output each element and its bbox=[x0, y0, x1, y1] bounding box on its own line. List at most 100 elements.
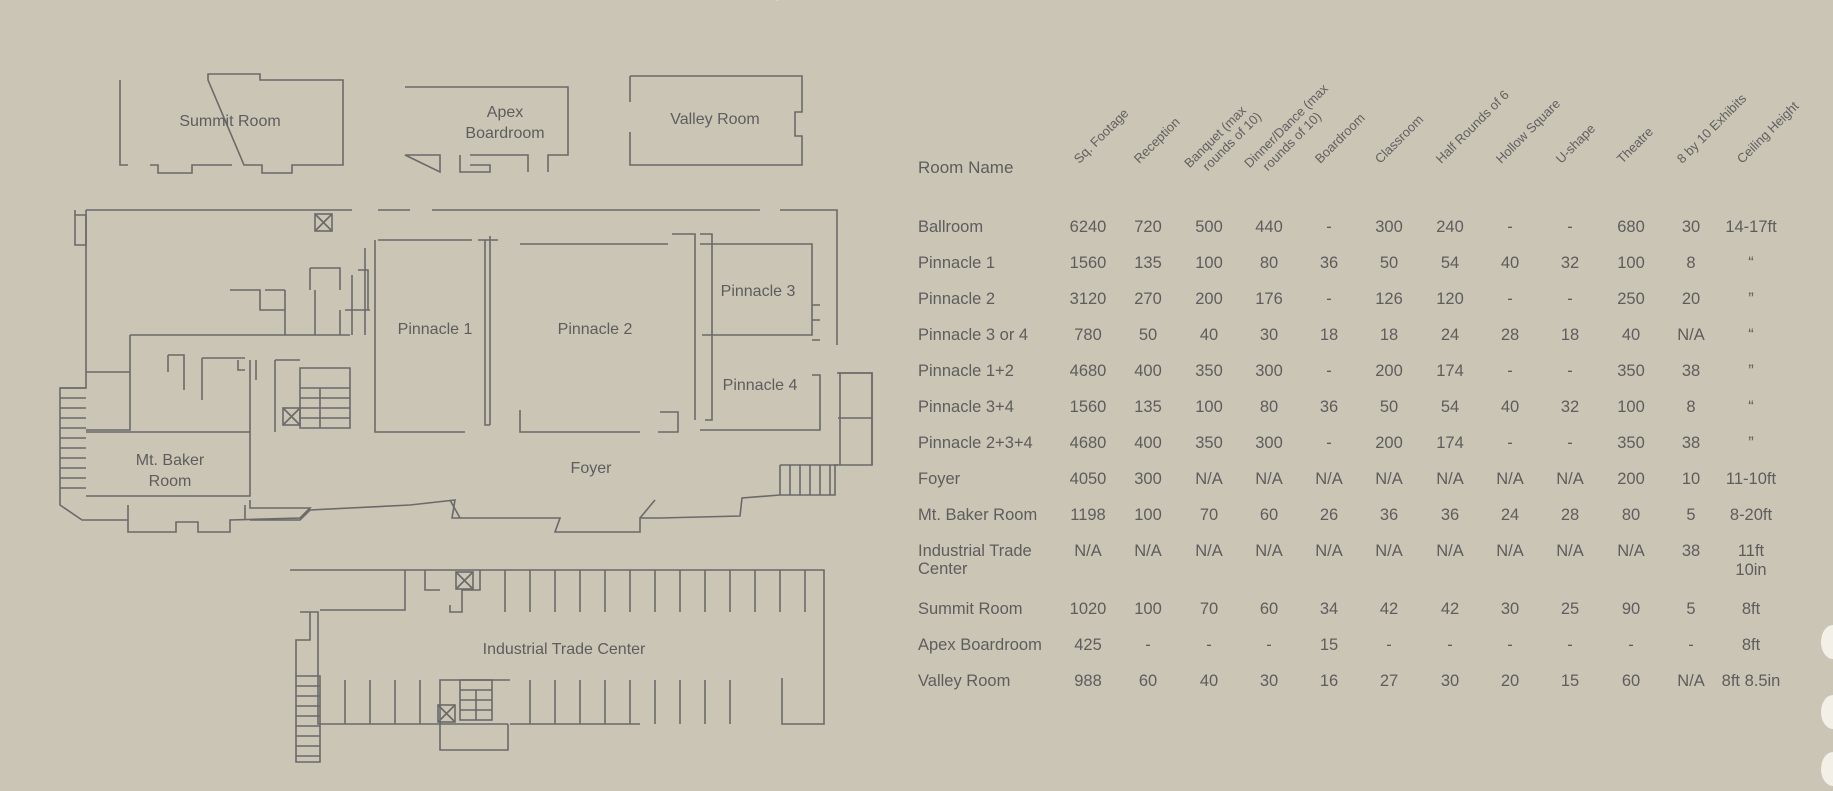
table-cell: - bbox=[1326, 218, 1332, 236]
room-name-cell: Apex Boardroom bbox=[918, 636, 1042, 654]
table-cell: 70 bbox=[1199, 506, 1219, 524]
table-cell: 80 bbox=[1259, 254, 1279, 272]
table-cell: N/A bbox=[1375, 470, 1403, 488]
table-cell: - bbox=[1567, 434, 1573, 452]
table-cell: - bbox=[1567, 636, 1573, 654]
table-cell: N/A bbox=[1677, 672, 1705, 690]
table-cell: - bbox=[1507, 218, 1513, 236]
edge-decoration bbox=[1821, 625, 1833, 659]
table-cell: 120 bbox=[1436, 290, 1464, 308]
table-cell: 38 bbox=[1681, 542, 1701, 560]
table-cell: 1560 bbox=[1069, 398, 1107, 416]
room-name-cell: Industrial Trade Center bbox=[918, 542, 1032, 579]
room-name-cell: Pinnacle 2+3+4 bbox=[918, 434, 1033, 452]
table-cell: 200 bbox=[1375, 434, 1403, 452]
table-cell: 270 bbox=[1134, 290, 1162, 308]
table-cell: 10 bbox=[1681, 470, 1701, 488]
column-header: Sq. Footage bbox=[1070, 105, 1132, 167]
table-cell: N/A bbox=[1496, 542, 1524, 560]
table-cell: 135 bbox=[1134, 254, 1162, 272]
table-cell: 200 bbox=[1375, 362, 1403, 380]
table-cell: 42 bbox=[1379, 600, 1399, 618]
table-cell: 100 bbox=[1195, 254, 1223, 272]
edge-decoration bbox=[1821, 695, 1833, 729]
table-cell: 60 bbox=[1259, 600, 1279, 618]
table-cell: - bbox=[1507, 290, 1513, 308]
table-cell: 100 bbox=[1617, 254, 1645, 272]
edge-decoration bbox=[1821, 752, 1833, 786]
table-cell: N/A bbox=[1195, 542, 1223, 560]
table-cell: 18 bbox=[1379, 326, 1399, 344]
table-cell: 36 bbox=[1379, 506, 1399, 524]
table-cell: 300 bbox=[1375, 218, 1403, 236]
table-cell: 40 bbox=[1199, 326, 1219, 344]
table-cell: 60 bbox=[1138, 672, 1158, 690]
table-cell: 988 bbox=[1074, 672, 1102, 690]
room-name-cell: Pinnacle 3 or 4 bbox=[918, 326, 1029, 344]
room-name-cell: Pinnacle 3+4 bbox=[918, 398, 1014, 416]
pinnacle-3-label: Pinnacle 3 bbox=[720, 283, 796, 300]
table-cell: 15 bbox=[1319, 636, 1339, 654]
table-cell: 30 bbox=[1681, 218, 1701, 236]
table-cell: N/A bbox=[1677, 326, 1705, 344]
foyer-label: Foyer bbox=[570, 460, 612, 477]
floor-plan: Summit Room Apex Boardroom Valley Room P… bbox=[0, 0, 900, 791]
table-cell: 100 bbox=[1134, 506, 1162, 524]
table-cell: 60 bbox=[1259, 506, 1279, 524]
table-cell: 32 bbox=[1560, 254, 1580, 272]
table-cell: - bbox=[1567, 362, 1573, 380]
table-cell: 350 bbox=[1617, 362, 1645, 380]
table-cell: N/A bbox=[1315, 542, 1343, 560]
table-cell: 300 bbox=[1134, 470, 1162, 488]
table-cell: 250 bbox=[1617, 290, 1645, 308]
table-cell: - bbox=[1507, 362, 1513, 380]
table-cell: N/A bbox=[1496, 470, 1524, 488]
table-cell: 18 bbox=[1560, 326, 1580, 344]
table-cell: 174 bbox=[1436, 434, 1464, 452]
table-cell: 20 bbox=[1500, 672, 1520, 690]
room-name-cell: Ballroom bbox=[918, 218, 984, 236]
valley-room-label: Valley Room bbox=[670, 111, 760, 128]
summit-room-label: Summit Room bbox=[179, 113, 281, 130]
table-cell: 135 bbox=[1134, 398, 1162, 416]
table-cell: 780 bbox=[1074, 326, 1102, 344]
table-cell: “ bbox=[1748, 326, 1754, 344]
table-cell: 8-20ft bbox=[1729, 506, 1773, 524]
summit-room-outline bbox=[119, 73, 344, 174]
table-cell: N/A bbox=[1255, 470, 1283, 488]
table-cell: “ bbox=[1748, 398, 1754, 416]
table-cell: 26 bbox=[1319, 506, 1339, 524]
column-header: Reception bbox=[1130, 114, 1183, 167]
table-cell: N/A bbox=[1436, 470, 1464, 488]
table-cell: - bbox=[1507, 636, 1513, 654]
table-cell: 27 bbox=[1379, 672, 1399, 690]
table-cell: 50 bbox=[1379, 398, 1399, 416]
table-cell: 680 bbox=[1617, 218, 1645, 236]
room-name-cell: Summit Room bbox=[918, 600, 1023, 618]
table-cell: 8ft bbox=[1741, 636, 1761, 654]
table-cell: ” bbox=[1748, 290, 1754, 308]
room-name-header: Room Name bbox=[918, 158, 1014, 177]
pinnacle-2-label: Pinnacle 2 bbox=[557, 321, 633, 338]
apex-boardroom-outline bbox=[404, 86, 569, 174]
table-cell: 4680 bbox=[1069, 434, 1107, 452]
table-cell: 90 bbox=[1621, 600, 1641, 618]
interior-walls bbox=[86, 213, 821, 520]
table-cell: 14-17ft bbox=[1725, 218, 1777, 236]
table-cell: 80 bbox=[1621, 506, 1641, 524]
table-cell: 425 bbox=[1074, 636, 1102, 654]
pinnacle-1-label: Pinnacle 1 bbox=[397, 321, 473, 338]
apex-boardroom-label: Apex Boardroom bbox=[465, 104, 545, 142]
table-cell: - bbox=[1386, 636, 1392, 654]
valley-room-outline bbox=[629, 75, 803, 166]
table-cell: 11ft 10in bbox=[1735, 542, 1767, 579]
table-cell: 40 bbox=[1199, 672, 1219, 690]
table-cell: 1020 bbox=[1069, 600, 1107, 618]
table-cell: 440 bbox=[1255, 218, 1283, 236]
table-cell: 30 bbox=[1440, 672, 1460, 690]
room-name-cell: Pinnacle 2 bbox=[918, 290, 996, 308]
table-cell: 40 bbox=[1621, 326, 1641, 344]
column-header: U-shape bbox=[1552, 120, 1599, 167]
table-cell: 1198 bbox=[1070, 506, 1106, 524]
table-cell: 1560 bbox=[1069, 254, 1107, 272]
